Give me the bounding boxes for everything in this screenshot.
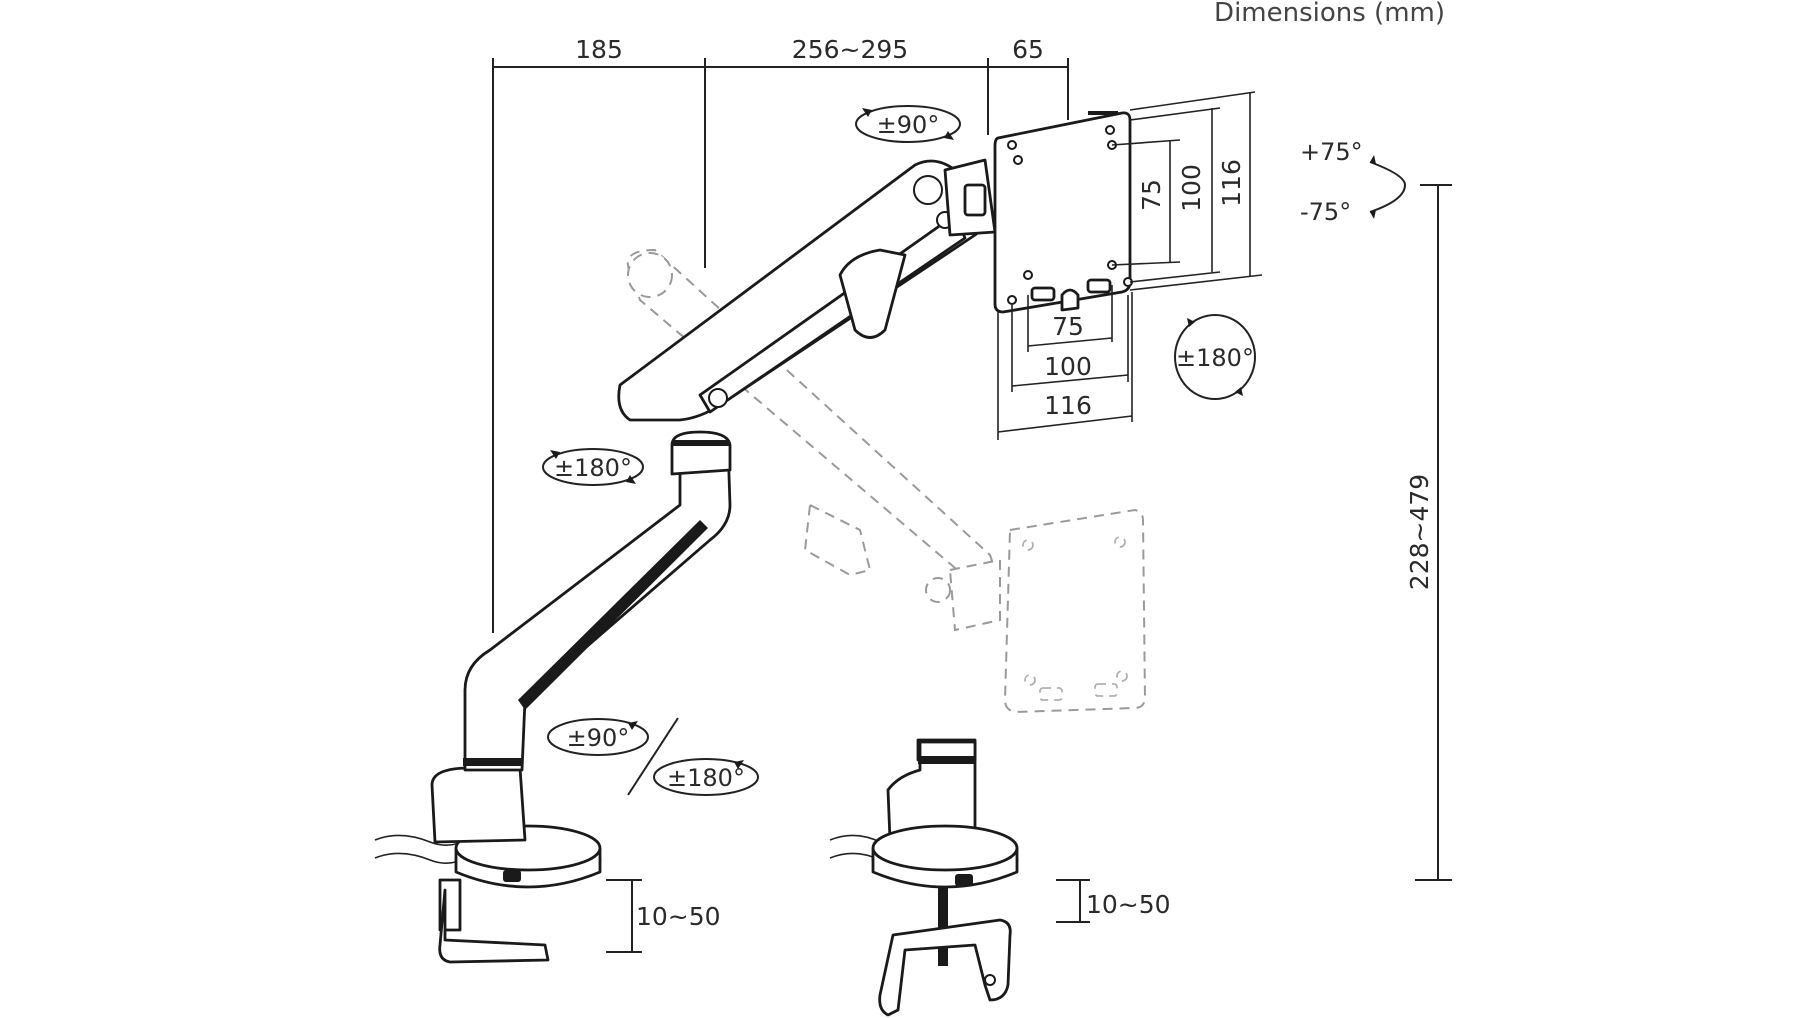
dimension-label-185: 185 <box>575 35 623 64</box>
left-clamp-dimension <box>606 879 642 953</box>
vesa-vertical-dimension-lines <box>1111 91 1263 291</box>
dimension-label-arm-reach: 256~295 <box>792 35 908 64</box>
top-dimension-lines <box>492 58 1069 633</box>
tilt-label-down: -75° <box>1300 198 1351 226</box>
right-desk-clamp <box>829 738 1019 1017</box>
upper-arm <box>617 158 997 422</box>
rotation-plate <box>1174 314 1256 400</box>
vesa-height-label-100: 100 <box>1177 164 1206 212</box>
rotation-elbow <box>542 448 644 486</box>
vesa-width-label-75: 75 <box>1052 312 1084 341</box>
rotation-arm-head <box>855 105 961 143</box>
height-label: 228~479 <box>1405 474 1434 590</box>
diagram-title: Dimensions (mm) <box>1214 0 1445 28</box>
rotation-label-base-a: ±90° <box>567 724 630 752</box>
height-dimension-line <box>1415 184 1452 881</box>
left-desk-clamp <box>374 766 602 964</box>
vesa-horizontal-dimension-lines <box>997 285 1133 440</box>
rotation-label-elbow: ±180° <box>554 454 632 482</box>
tilt-indicator <box>1369 155 1407 219</box>
right-clamp-dimension <box>1056 879 1090 923</box>
lower-arm <box>463 430 732 772</box>
vesa-width-label-100: 100 <box>1044 352 1092 381</box>
dimension-label-65: 65 <box>1012 35 1044 64</box>
vesa-height-label-75: 75 <box>1137 179 1166 211</box>
rotation-base <box>547 717 759 796</box>
vesa-width-label-116: 116 <box>1044 391 1092 420</box>
tilt-label-up: +75° <box>1300 138 1363 166</box>
rotation-label-base-b: ±180° <box>667 764 745 792</box>
rotation-label-arm-head: ±90° <box>877 111 940 139</box>
vesa-height-label-116: 116 <box>1217 159 1246 207</box>
vesa-plate <box>993 111 1133 314</box>
right-clamp-label: 10~50 <box>1086 890 1171 919</box>
left-clamp-label: 10~50 <box>636 902 721 931</box>
rotation-label-plate: ±180° <box>1176 344 1254 372</box>
